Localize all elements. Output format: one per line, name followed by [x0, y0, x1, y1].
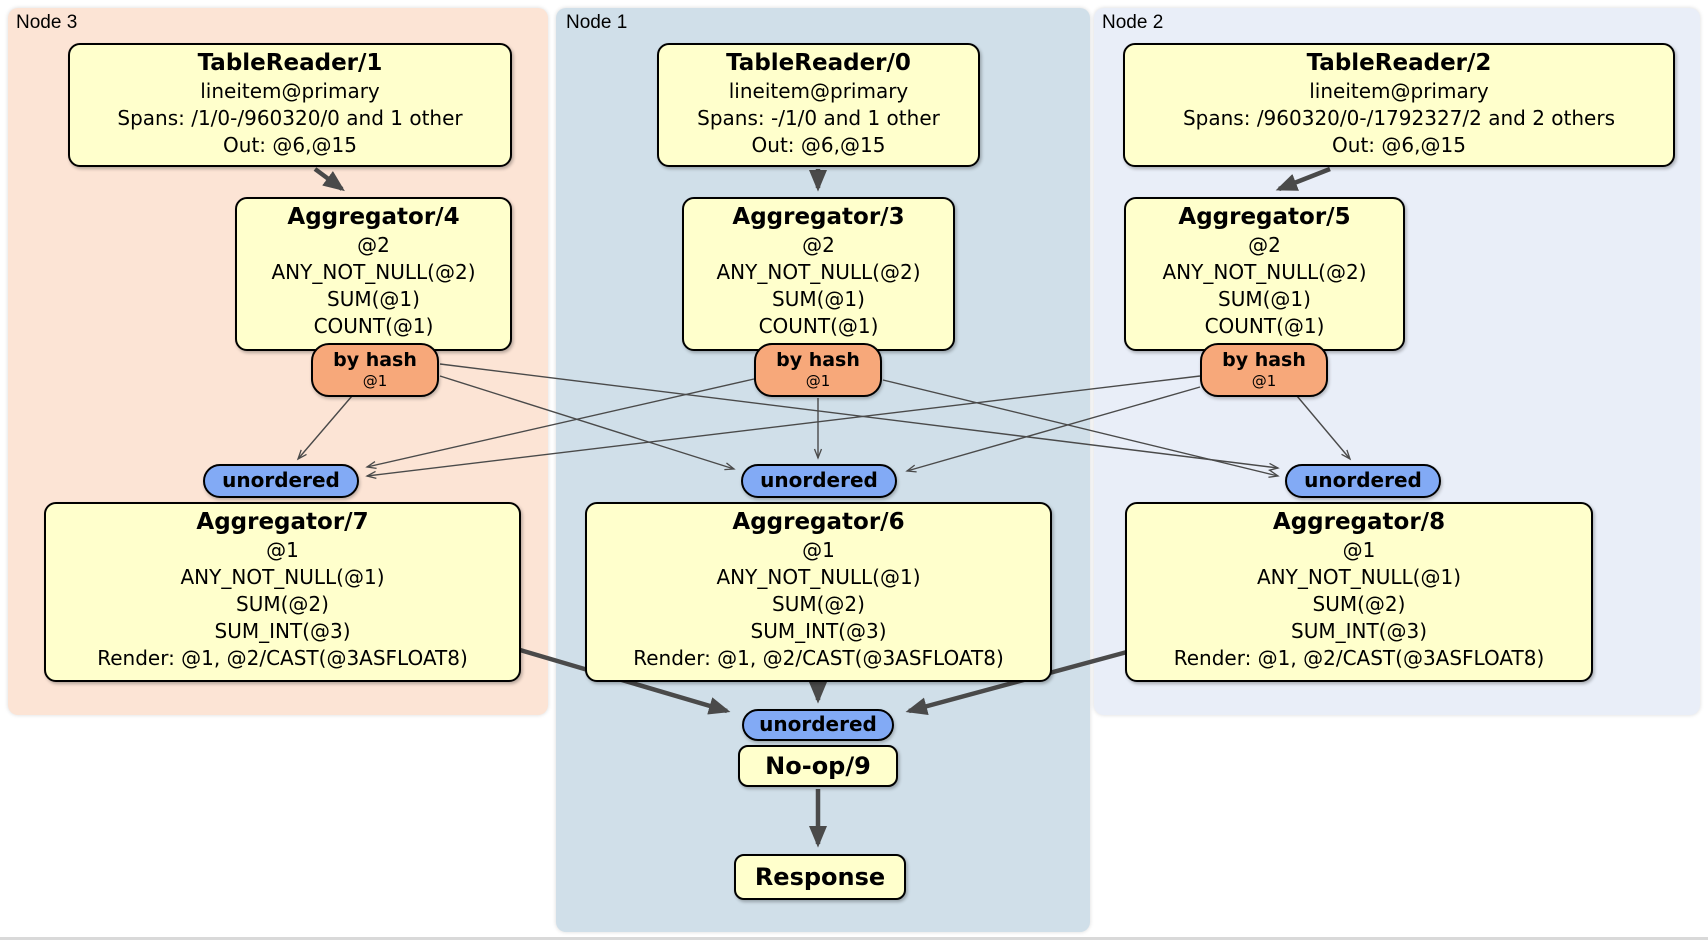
- aggregator-5-line: @2: [1248, 233, 1281, 257]
- aggregator-8-line: ANY_NOT_NULL(@1): [1257, 565, 1461, 589]
- noop-9-box: No-op/9: [738, 745, 898, 787]
- tablereader-0-line: Spans: -/1/0 and 1 other: [697, 106, 940, 130]
- unordered-sync-node1: unordered: [741, 464, 897, 498]
- router-key-label: @1: [805, 372, 831, 390]
- node3-label: Node 3: [16, 12, 78, 33]
- aggregator-4-line: SUM(@1): [327, 287, 420, 311]
- by-hash-router-node2: by hash @1: [1200, 343, 1328, 397]
- aggregator-3-line: ANY_NOT_NULL(@2): [716, 260, 921, 284]
- edge-r1-u3: [367, 378, 755, 467]
- edge-tr1-agg4: [313, 167, 345, 192]
- aggregator-4-box: Aggregator/4 @2 ANY_NOT_NULL(@2) SUM(@1)…: [235, 197, 512, 351]
- edge-r3-u1: [439, 375, 734, 469]
- tablereader-0-box: TableReader/0 lineitem@primary Spans: -/…: [657, 43, 980, 167]
- aggregator-6-line: @1: [802, 538, 835, 562]
- tablereader-1-title: TableReader/1: [197, 50, 383, 76]
- edge-r2-u2: [1296, 395, 1350, 459]
- aggregator-5-line: ANY_NOT_NULL(@2): [1162, 260, 1367, 284]
- aggregator-7-line: ANY_NOT_NULL(@1): [180, 565, 385, 589]
- router-type-label: by hash: [1222, 349, 1306, 371]
- aggregator-5-line: SUM(@1): [1218, 287, 1311, 311]
- aggregator-6-line: SUM(@2): [772, 592, 865, 616]
- aggregator-5-title: Aggregator/5: [1178, 204, 1351, 230]
- tablereader-0-line: Out: @6,@15: [751, 133, 886, 157]
- aggregator-3-line: COUNT(@1): [758, 314, 879, 338]
- aggregator-6-title: Aggregator/6: [732, 509, 905, 535]
- tablereader-2-line: lineitem@primary: [1309, 79, 1489, 103]
- window-bottom-edge: [0, 937, 1708, 940]
- tablereader-1-line: lineitem@primary: [200, 79, 380, 103]
- aggregator-6-line: Render: @1, @2/CAST(@3ASFLOAT8): [633, 646, 1004, 670]
- aggregator-3-title: Aggregator/3: [732, 204, 905, 230]
- aggregator-8-line: SUM_INT(@3): [1291, 619, 1427, 643]
- aggregator-3-line: SUM(@1): [772, 287, 865, 311]
- by-hash-router-node1: by hash @1: [754, 343, 882, 397]
- response-box: Response: [734, 854, 906, 900]
- edge-r2-u3: [367, 375, 1201, 476]
- aggregator-8-title: Aggregator/8: [1272, 509, 1446, 535]
- aggregator-8-line: @1: [1342, 538, 1376, 562]
- aggregator-7-title: Aggregator/7: [196, 509, 369, 535]
- edge-r1-u2: [882, 379, 1278, 476]
- aggregator-5-box: Aggregator/5 @2 ANY_NOT_NULL(@2) SUM(@1)…: [1124, 197, 1405, 351]
- aggregator-6-line: SUM_INT(@3): [750, 619, 887, 643]
- tablereader-2-line: Spans: /960320/0-/1792327/2 and 2 others: [1182, 106, 1615, 130]
- aggregator-8-line: Render: @1, @2/CAST(@3ASFLOAT8): [1173, 646, 1545, 670]
- aggregator-3-box: Aggregator/3 @2 ANY_NOT_NULL(@2) SUM(@1)…: [682, 197, 955, 351]
- aggregator-4-title: Aggregator/4: [287, 204, 460, 230]
- edge-tr2-agg5: [1275, 166, 1331, 192]
- aggregator-4-line: @2: [357, 233, 390, 257]
- aggregator-7-line: SUM(@2): [236, 592, 329, 616]
- aggregator-7-box: Aggregator/7 @1 ANY_NOT_NULL(@1) SUM(@2)…: [44, 502, 521, 682]
- aggregator-6-line: ANY_NOT_NULL(@1): [716, 565, 921, 589]
- unordered-sync-node2: unordered: [1285, 464, 1441, 498]
- aggregator-3-line: @2: [802, 233, 835, 257]
- aggregator-7-line: SUM_INT(@3): [214, 619, 351, 643]
- tablereader-1-box: TableReader/1 lineitem@primary Spans: /1…: [68, 43, 512, 167]
- router-key-label: @1: [362, 372, 388, 390]
- tablereader-1-line: Spans: /1/0-/960320/0 and 1 other: [117, 106, 463, 130]
- router-type-label: by hash: [776, 349, 860, 371]
- edge-r3-u3: [298, 395, 353, 459]
- aggregator-4-line: ANY_NOT_NULL(@2): [271, 260, 476, 284]
- aggregator-5-line: COUNT(@1): [1204, 314, 1325, 338]
- router-key-label: @1: [1251, 372, 1277, 390]
- router-type-label: by hash: [333, 349, 417, 371]
- aggregator-7-line: Render: @1, @2/CAST(@3ASFLOAT8): [97, 646, 468, 670]
- node2-label: Node 2: [1102, 12, 1164, 33]
- tablereader-0-title: TableReader/0: [726, 50, 911, 76]
- aggregator-7-line: @1: [266, 538, 299, 562]
- tablereader-2-title: TableReader/2: [1306, 50, 1492, 76]
- edge-r2-u1: [907, 386, 1201, 471]
- unordered-sync-final: unordered: [742, 709, 894, 741]
- aggregator-8-line: SUM(@2): [1312, 592, 1406, 616]
- aggregator-8-box: Aggregator/8 @1 ANY_NOT_NULL(@1) SUM(@2)…: [1125, 502, 1593, 682]
- edge-r3-u2: [439, 363, 1278, 468]
- by-hash-router-node3: by hash @1: [311, 343, 439, 397]
- unordered-sync-node3: unordered: [203, 464, 359, 498]
- tablereader-1-line: Out: @6,@15: [223, 133, 357, 157]
- tablereader-2-box: TableReader/2 lineitem@primary Spans: /9…: [1123, 43, 1675, 167]
- aggregator-6-box: Aggregator/6 @1 ANY_NOT_NULL(@1) SUM(@2)…: [585, 502, 1052, 682]
- node1-label: Node 1: [566, 12, 628, 33]
- aggregator-4-line: COUNT(@1): [313, 314, 434, 338]
- tablereader-2-line: Out: @6,@15: [1332, 133, 1466, 157]
- tablereader-0-line: lineitem@primary: [728, 79, 909, 103]
